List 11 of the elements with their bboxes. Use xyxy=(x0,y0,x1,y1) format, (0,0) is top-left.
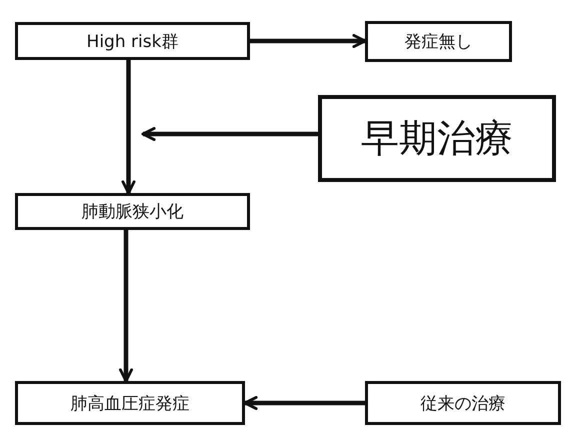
process-box: 肺動脈狭小化 xyxy=(15,193,250,230)
process-box: High risk群 xyxy=(15,22,250,60)
arrow xyxy=(250,34,366,48)
process-box: 早期治療 xyxy=(318,95,556,182)
arrow xyxy=(142,127,318,141)
arrow xyxy=(244,396,365,410)
process-box: 肺高血圧症発症 xyxy=(15,381,245,425)
process-box: 従来の治療 xyxy=(365,381,561,425)
arrow xyxy=(119,230,133,382)
arrow xyxy=(122,60,136,194)
process-box: 発症無し xyxy=(365,21,512,62)
